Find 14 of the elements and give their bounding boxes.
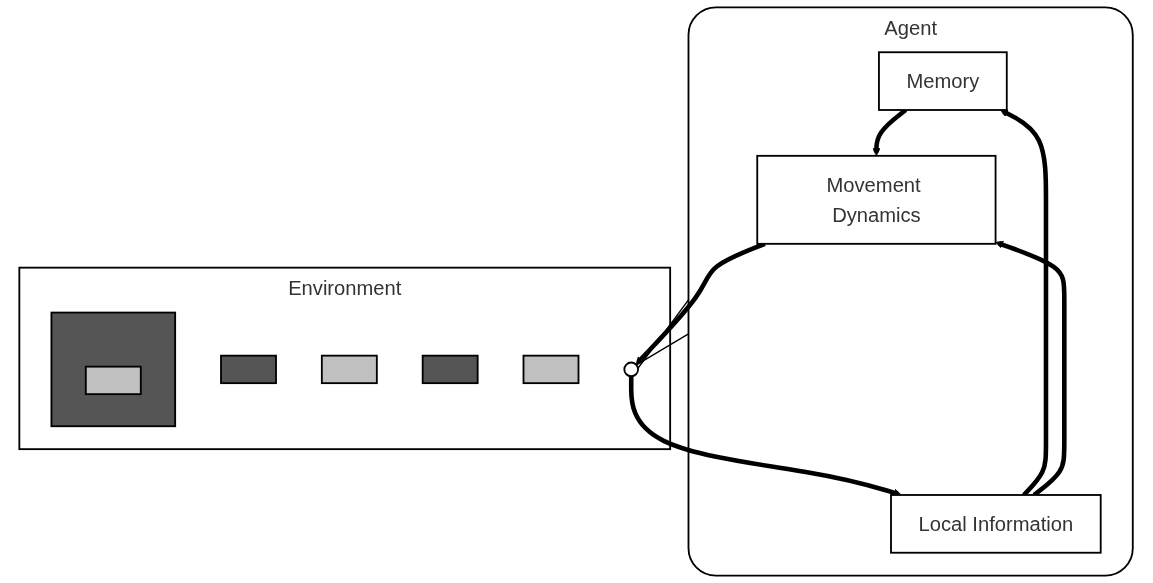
- node-box: [523, 354, 580, 385]
- node-box: Movement Dynamics: [756, 154, 997, 245]
- node-box: Local Information: [890, 494, 1103, 554]
- connector: [636, 333, 690, 366]
- node-box: [321, 354, 379, 385]
- node-box: [422, 354, 479, 385]
- node-box: [220, 354, 278, 385]
- arrow: [629, 376, 903, 497]
- node-circle: [623, 361, 640, 378]
- node-box: [85, 365, 143, 396]
- cluster: Environment: [18, 266, 672, 451]
- cluster: [50, 311, 177, 428]
- connector: [637, 299, 690, 369]
- node-box: Memory: [878, 51, 1009, 111]
